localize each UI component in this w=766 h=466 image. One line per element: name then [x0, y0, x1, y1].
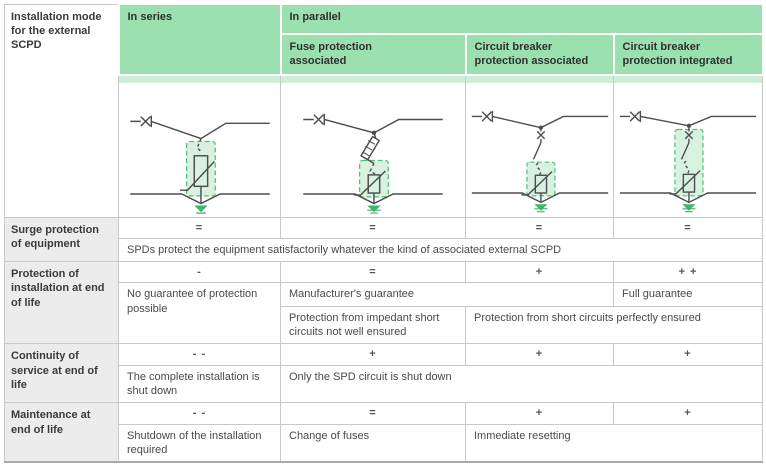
surge-rating-series: =	[118, 216, 281, 239]
surge-rating-cb-associated: =	[465, 216, 614, 239]
cb-integrated-label: Circuit breaker protection integrated	[622, 41, 733, 68]
header-cb-integrated: Circuit breaker protection integrated	[612, 33, 764, 76]
note-impedant-short-circuits: Protection from impedant short circuits …	[280, 305, 466, 345]
row-label-continuity: Continuity of service at end of life	[4, 343, 119, 404]
diagram-cell-fuse	[280, 74, 466, 218]
surge-protection-note: SPDs protect the equipment satisfactoril…	[117, 237, 764, 263]
continuity-rating-cb-associated: +	[465, 343, 614, 366]
note-short-circuits-ensured: Protection from short circuits perfectly…	[464, 305, 764, 345]
note-complete-shutdown: The complete installation is shut down	[118, 364, 281, 404]
green-strip	[281, 75, 465, 83]
scpd-comparison-table: Installation mode for the external SCPD …	[4, 3, 764, 464]
continuity-rating-fuse: +	[280, 343, 466, 366]
note-change-of-fuses: Change of fuses	[280, 423, 466, 463]
note-shutdown-required: Shutdown of the installation required	[118, 423, 281, 463]
protection-rating-fuse: =	[280, 261, 466, 284]
diagram-cell-cb-integrated	[612, 74, 764, 218]
header-in-parallel: In parallel	[279, 3, 764, 35]
surge-rating-fuse: =	[280, 216, 466, 239]
diagram-cell-in-series	[118, 74, 281, 218]
continuity-label: Continuity of service at end of life	[11, 350, 98, 391]
fuse-protection-label: Fuse protection associated	[289, 41, 373, 68]
row-label-protection-installation: Protection of installation at end of lif…	[4, 261, 119, 345]
protection-rating-cb-associated: +	[465, 261, 614, 284]
protection-rating-cb-integrated: + +	[612, 261, 764, 284]
header-fuse-protection: Fuse protection associated	[279, 33, 467, 76]
protection-installation-label: Protection of installation at end of lif…	[11, 268, 105, 309]
spd-integrated-circuit-breaker-diagram-icon	[619, 110, 757, 212]
green-strip	[119, 75, 280, 83]
protection-note-row-1: No guarantee of protection possible Manu…	[5, 282, 764, 345]
spd-parallel-fuse-diagram-icon	[303, 113, 443, 214]
header-row-2: Fuse protection associated Circuit break…	[5, 33, 764, 76]
header-row-1: Installation mode for the external SCPD …	[4, 3, 764, 218]
note-full-guarantee: Full guarantee	[612, 282, 764, 307]
note-immediate-resetting: Immediate resetting	[464, 423, 764, 463]
diagram-cell-cb-associated	[465, 74, 614, 218]
maintenance-rating-cb-integrated: +	[612, 402, 764, 425]
corner-label: Installation mode for the external SCPD	[11, 10, 102, 52]
continuity-note-row: The complete installation is shut down O…	[5, 364, 764, 404]
green-strip	[466, 75, 613, 83]
diagram-row	[5, 74, 764, 218]
protection-note-row-2: Protection from impedant short circuits …	[5, 305, 764, 345]
green-strip	[614, 75, 763, 83]
protection-rating-row: Protection of installation at end of lif…	[4, 261, 764, 345]
in-series-label: In series	[127, 11, 173, 23]
note-no-guarantee: No guarantee of protection possible	[118, 282, 281, 345]
spd-parallel-circuit-breaker-diagram-icon	[471, 110, 608, 212]
row-label-maintenance: Maintenance at end of life	[4, 402, 119, 463]
note-spd-circuit-shutdown: Only the SPD circuit is shut down	[279, 364, 764, 404]
maintenance-rating-row: Maintenance at end of life - - = + +	[4, 402, 764, 463]
maintenance-rating-fuse: =	[280, 402, 466, 425]
continuity-rating-cb-integrated: +	[612, 343, 764, 366]
in-parallel-label: In parallel	[289, 11, 341, 23]
surge-protection-rating-row: Surge protection of equipment = = = =	[4, 216, 764, 263]
protection-rating-series: -	[118, 261, 281, 284]
corner-label-cell: Installation mode for the external SCPD	[4, 3, 119, 218]
surge-rating-cb-integrated: =	[612, 216, 764, 239]
surge-protection-label: Surge protection of equipment	[11, 223, 100, 250]
surge-protection-note-row: SPDs protect the equipment satisfactoril…	[5, 237, 764, 263]
maintenance-label: Maintenance at end of life	[11, 409, 91, 436]
spd-in-series-diagram-icon	[129, 115, 270, 214]
header-in-series: In series	[117, 3, 282, 76]
row-label-surge-protection: Surge protection of equipment	[4, 216, 119, 263]
cb-associated-label: Circuit breaker protection associated	[474, 41, 589, 68]
maintenance-rating-series: - -	[118, 402, 281, 425]
note-manufacturer-guarantee: Manufacturer's guarantee	[280, 282, 614, 307]
continuity-rating-row: Continuity of service at end of life - -…	[4, 343, 764, 404]
maintenance-note-row: Shutdown of the installation required Ch…	[5, 423, 764, 463]
continuity-rating-series: - -	[118, 343, 281, 366]
header-cb-associated: Circuit breaker protection associated	[464, 33, 615, 76]
maintenance-rating-cb-associated: +	[465, 402, 614, 425]
